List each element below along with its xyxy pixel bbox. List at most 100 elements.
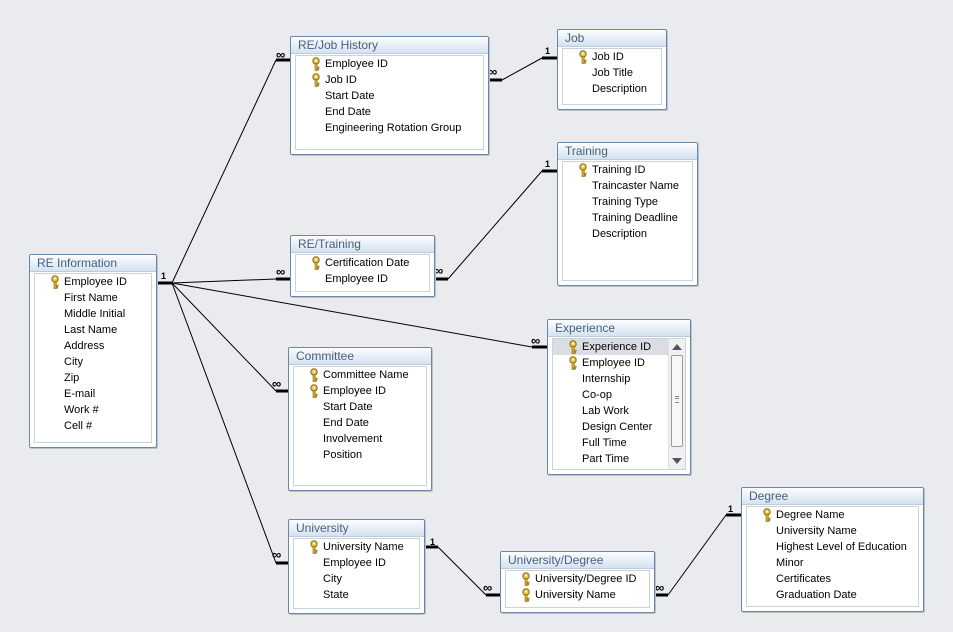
field-row[interactable]: Start Date	[296, 88, 483, 104]
cardinality-many-label: ∞	[655, 580, 664, 595]
field-row[interactable]: City	[294, 571, 419, 587]
table-title[interactable]: RE/Job History	[291, 37, 488, 54]
field-row[interactable]: Zip	[35, 370, 151, 386]
field-row[interactable]: Employee ID	[296, 271, 429, 287]
field-row[interactable]: Training Deadline	[563, 210, 692, 226]
field-row[interactable]: Engineering Rotation Group	[296, 120, 483, 136]
table-title[interactable]: Job	[558, 30, 666, 47]
field-row[interactable]: Employee ID	[296, 56, 483, 72]
table-title[interactable]: University/Degree	[501, 552, 654, 569]
field-row[interactable]: University Name	[506, 587, 649, 603]
field-row[interactable]: Work #	[35, 402, 151, 418]
field-row[interactable]: Co-op	[553, 387, 685, 403]
field-row[interactable]: Certificates	[747, 571, 918, 587]
field-row[interactable]: Committee Name	[294, 367, 426, 383]
field-row[interactable]: Employee ID	[294, 555, 419, 571]
cardinality-one-label: 1	[161, 271, 167, 281]
field-row[interactable]: Internship	[553, 371, 685, 387]
field-row[interactable]: Last Name	[35, 322, 151, 338]
field-row[interactable]: Graduation Date	[747, 587, 918, 603]
field-row[interactable]: University Name	[294, 539, 419, 555]
cardinality-many-label: ∞	[483, 580, 492, 595]
field-name: Engineering Rotation Group	[325, 122, 462, 134]
field-row[interactable]: Part Time	[553, 451, 685, 467]
field-row[interactable]: Experience ID	[553, 339, 685, 355]
scroll-thumb[interactable]	[671, 355, 683, 447]
field-name: Address	[64, 340, 105, 352]
primary-key-icon	[568, 340, 580, 354]
field-row[interactable]: First Name	[35, 290, 151, 306]
field-row[interactable]: E-mail	[35, 386, 151, 402]
field-row[interactable]: End Date	[294, 415, 426, 431]
cardinality-many-label: ∞	[272, 547, 281, 562]
field-row[interactable]: Full Time	[553, 435, 685, 451]
scroll-down-icon[interactable]	[672, 458, 682, 464]
field-row[interactable]: Description	[563, 81, 661, 97]
field-row[interactable]: Middle Initial	[35, 306, 151, 322]
field-row[interactable]: City	[35, 354, 151, 370]
cardinality-many-label: ∞	[531, 333, 540, 348]
field-name: Job ID	[592, 51, 624, 63]
table-title[interactable]: Degree	[742, 488, 923, 505]
field-name: University Name	[535, 589, 616, 601]
table-title[interactable]: Training	[558, 143, 697, 160]
field-row[interactable]: Description	[563, 226, 692, 242]
field-row[interactable]: Job ID	[296, 72, 483, 88]
field-row[interactable]: Job ID	[563, 49, 661, 65]
field-list[interactable]: University/Degree ID University Name	[505, 570, 650, 608]
field-row[interactable]: End Date	[296, 104, 483, 120]
field-row[interactable]: Cell #	[35, 418, 151, 434]
table-title[interactable]: RE/Training	[291, 236, 434, 253]
table-title[interactable]: University	[289, 520, 424, 537]
field-row[interactable]: Employee ID	[35, 274, 151, 290]
field-row[interactable]: Lab Work	[553, 403, 685, 419]
field-row[interactable]: State	[294, 587, 419, 603]
field-row[interactable]: Design Center	[553, 419, 685, 435]
field-row[interactable]: Degree Name	[747, 507, 918, 523]
field-row[interactable]: Traincaster Name	[563, 178, 692, 194]
field-row[interactable]: Highest Level of Education	[747, 539, 918, 555]
field-row[interactable]: Involvement	[294, 431, 426, 447]
field-row[interactable]: Minor	[747, 555, 918, 571]
field-row[interactable]: Training ID	[563, 162, 692, 178]
field-name: Employee ID	[323, 385, 386, 397]
field-row[interactable]: Training Type	[563, 194, 692, 210]
field-row[interactable]: University Name	[747, 523, 918, 539]
scroll-up-icon[interactable]	[672, 344, 682, 350]
field-row[interactable]: Employee ID	[294, 383, 426, 399]
field-row[interactable]: Job Title	[563, 65, 661, 81]
table-title[interactable]: Committee	[289, 348, 431, 365]
field-row[interactable]: Certification Date	[296, 255, 429, 271]
table-title[interactable]: RE Information	[30, 255, 156, 272]
field-row[interactable]: Start Date	[294, 399, 426, 415]
field-row[interactable]: Address	[35, 338, 151, 354]
field-row[interactable]: Employee ID	[553, 355, 685, 371]
field-name: Job ID	[325, 74, 357, 86]
field-name: Highest Level of Education	[776, 541, 907, 553]
primary-key-icon	[762, 508, 774, 522]
table-title[interactable]: Experience	[548, 320, 690, 337]
vertical-scrollbar[interactable]	[668, 339, 685, 469]
field-row[interactable]: University/Degree ID	[506, 571, 649, 587]
field-row[interactable]: Position	[294, 447, 426, 463]
